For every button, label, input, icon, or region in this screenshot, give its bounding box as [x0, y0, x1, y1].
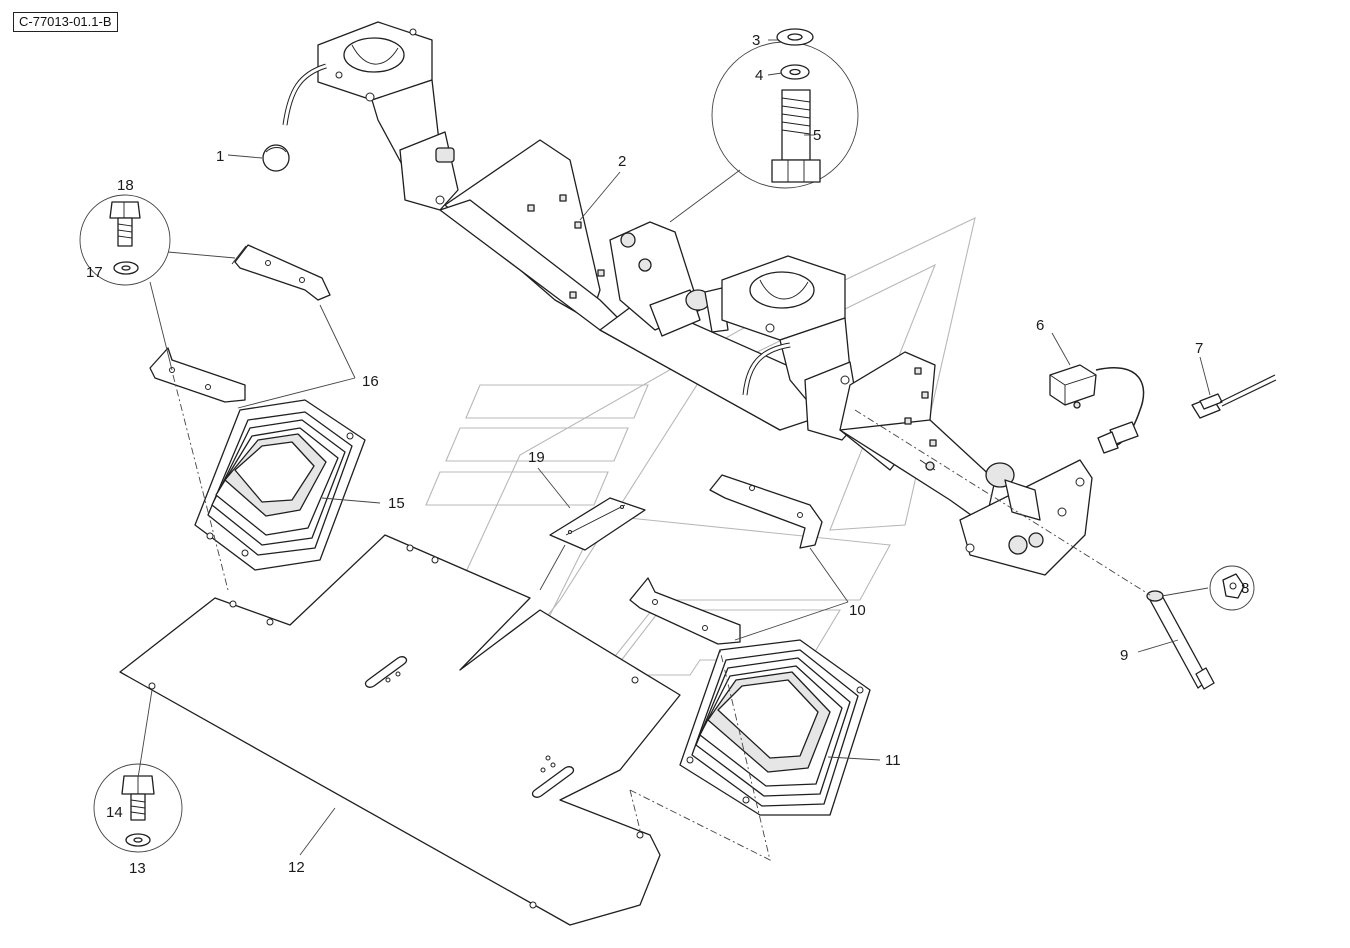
switch-and-harness-parts-6-7 [1049, 364, 1277, 454]
callout-18: 18 [117, 177, 134, 194]
decal-part-19 [549, 497, 646, 551]
callout-11: 11 [885, 752, 901, 769]
callout-7: 7 [1195, 340, 1203, 357]
clip-brackets-part-10 [629, 474, 823, 645]
callout-17: 17 [86, 264, 103, 281]
boot-part-15 [194, 399, 366, 571]
callout-4: 4 [755, 67, 763, 84]
floor-plate-part-12 [119, 534, 681, 926]
callout-9: 9 [1120, 647, 1128, 664]
main-frame [282, 21, 1093, 576]
leader-lines [137, 39, 1211, 861]
callout-8: 8 [1241, 580, 1249, 597]
boot-part-11 [679, 639, 871, 816]
callout-10: 10 [849, 602, 866, 619]
hardware-detail-circle-left [79, 194, 171, 286]
callout-5: 5 [813, 127, 821, 144]
callout-12: 12 [288, 859, 305, 876]
clip-brackets-part-16 [149, 244, 331, 403]
callout-16: 16 [362, 373, 379, 390]
callout-3: 3 [752, 32, 760, 49]
callout-1: 1 [216, 148, 224, 165]
drawing-reference: C-77013-01.1-B [13, 12, 118, 32]
callout-19: 19 [528, 449, 545, 466]
knob-part-1 [262, 144, 290, 172]
hardware-detail-circle [711, 28, 859, 189]
callout-6: 6 [1036, 317, 1044, 334]
hardware-detail-circle-bottom [93, 763, 183, 853]
callout-13: 13 [129, 860, 146, 877]
gas-strut-parts-8-9 [1146, 565, 1255, 690]
callout-2: 2 [618, 153, 626, 170]
callout-15: 15 [388, 495, 405, 512]
callout-labels: 1 2 3 4 5 6 7 8 9 10 11 12 13 14 15 16 1… [86, 32, 1249, 877]
callout-14: 14 [106, 804, 123, 821]
